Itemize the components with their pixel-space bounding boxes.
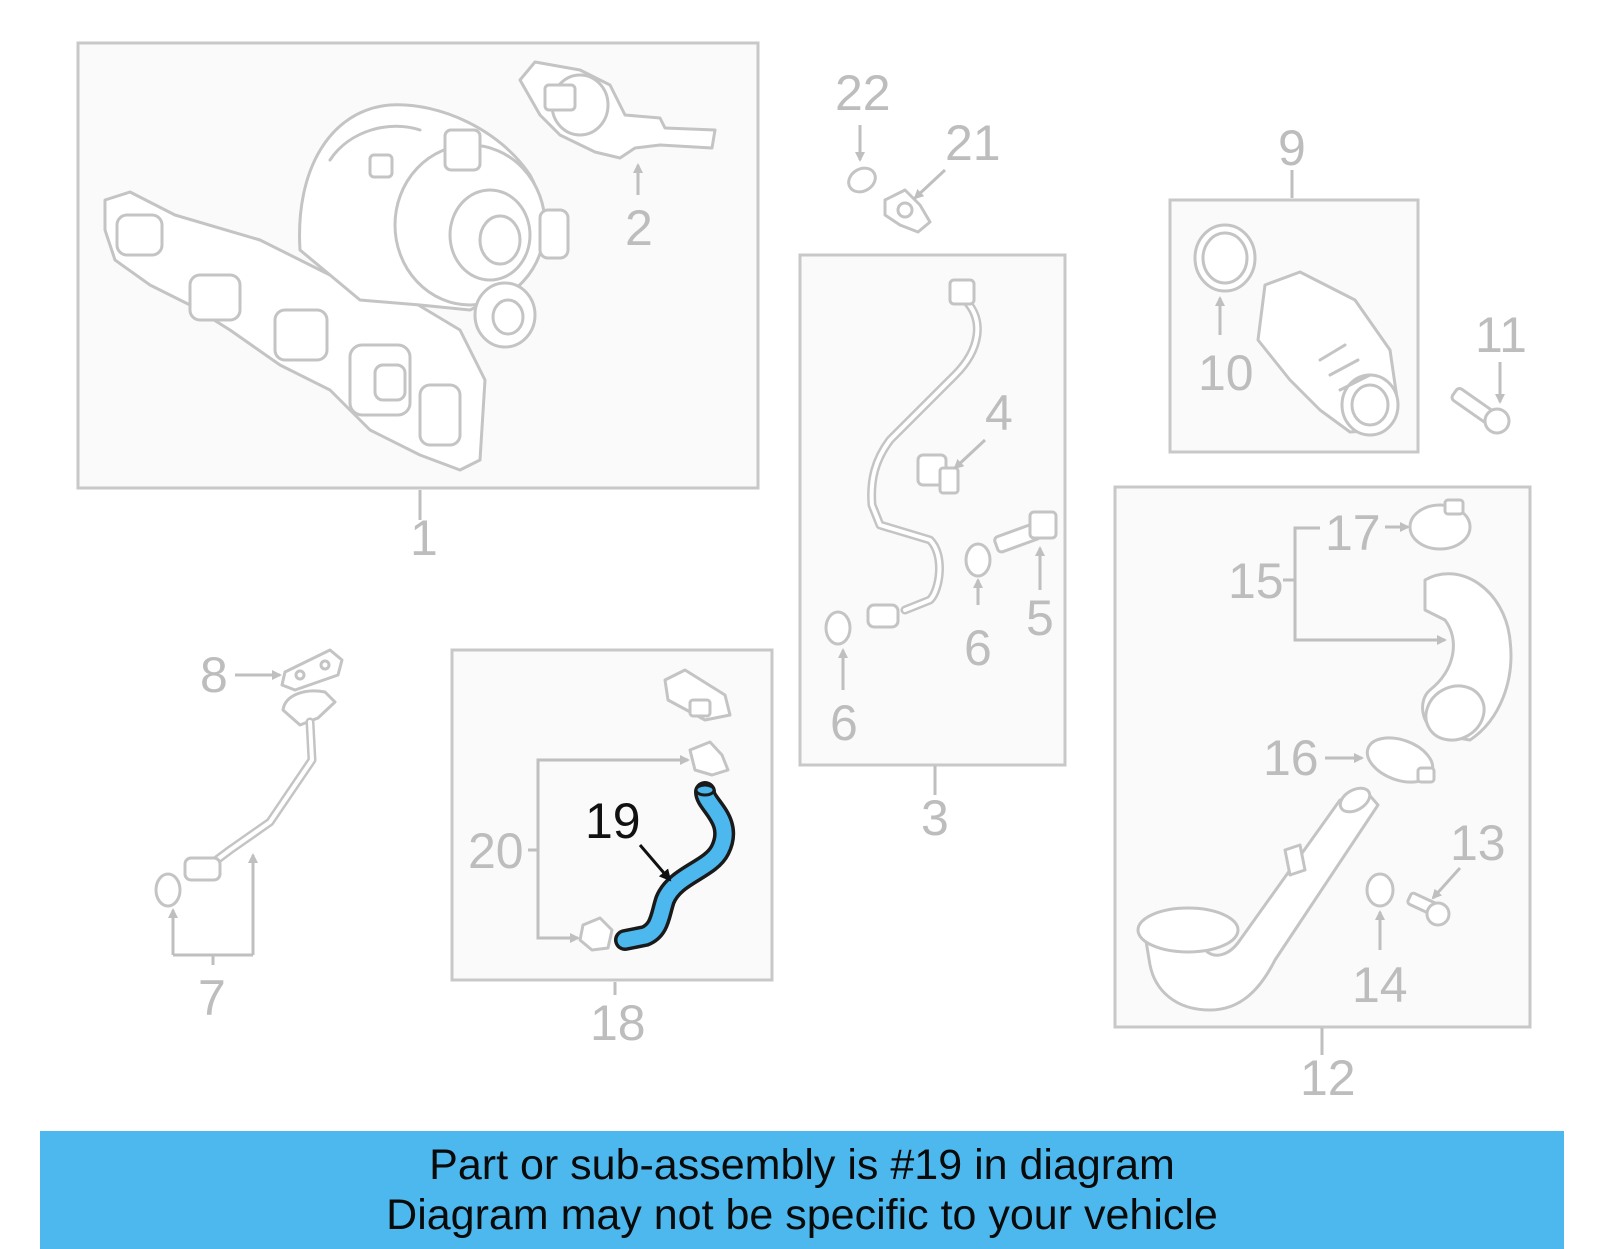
gasket-8-drawing xyxy=(280,648,344,692)
inlet-hose-drawing xyxy=(1256,270,1400,437)
air-inlet-group: 9 10 xyxy=(1168,120,1420,454)
callout-5: 5 xyxy=(1026,590,1054,646)
callout-3: 3 xyxy=(921,790,949,846)
intercooler-hose-drawing xyxy=(1421,572,1513,742)
connector-upper-drawing xyxy=(663,668,732,722)
o-ring-22 xyxy=(847,166,877,194)
sealing-washer-lower xyxy=(824,610,852,646)
banjo-bolt-drawing xyxy=(993,510,1058,554)
banjo-fitting-bottom xyxy=(866,603,900,629)
callout-21: 21 xyxy=(945,115,1001,171)
wastegate-actuator-drawing xyxy=(518,60,717,160)
bolt-13-drawing xyxy=(1406,891,1451,927)
hose-clip-lower-drawing xyxy=(578,916,614,952)
callout-10: 10 xyxy=(1198,345,1254,401)
bolt-11-group: 11 xyxy=(1450,307,1527,435)
callout-15: 15 xyxy=(1228,553,1284,609)
hose-clip-upper-drawing xyxy=(688,740,730,777)
callout-4: 4 xyxy=(985,385,1013,441)
sealing-washer-upper xyxy=(964,542,992,578)
callout-9: 9 xyxy=(1278,120,1306,176)
callout-18: 18 xyxy=(590,995,646,1051)
clamp-17-drawing xyxy=(1408,498,1472,551)
clamp-16-drawing xyxy=(1365,736,1436,784)
banner-line-part: Part or sub-assembly is #19 in diagram xyxy=(429,1141,1175,1189)
callout-7: 7 xyxy=(198,970,226,1026)
callout-1: 1 xyxy=(410,510,438,566)
line-clip-drawing xyxy=(916,453,960,495)
exhaust-manifold-drawing xyxy=(103,190,487,472)
turbocharger-assembly-group: 1 2 xyxy=(76,41,760,566)
callout-20: 20 xyxy=(468,823,524,879)
part-info-banner: Part or sub-assembly is #19 in diagram D… xyxy=(40,1131,1564,1249)
charge-pipe-drawing xyxy=(1136,786,1380,1012)
turbo-housing-drawing xyxy=(298,103,570,349)
grommet-14-drawing xyxy=(1365,872,1395,908)
callout-16: 16 xyxy=(1263,730,1319,786)
coolant-hose-group: 19 20 18 xyxy=(450,648,774,1051)
callout-22: 22 xyxy=(835,65,891,121)
oil-return-line-group: 8 7 xyxy=(154,647,344,1026)
callout-6-lower: 6 xyxy=(830,695,858,751)
callout-11: 11 xyxy=(1475,307,1527,363)
banner-line-disclaimer: Diagram may not be specific to your vehi… xyxy=(386,1191,1218,1239)
callout-8: 8 xyxy=(200,647,228,703)
oil-feed-line-group: 4 5 6 6 3 xyxy=(798,253,1067,846)
coolant-hose-19-fill[interactable] xyxy=(617,784,732,948)
callout-12: 12 xyxy=(1300,1050,1356,1106)
callout-19: 19 xyxy=(585,793,641,849)
callout-6-upper: 6 xyxy=(964,620,992,676)
callout-13: 13 xyxy=(1450,815,1506,871)
charge-pipe-group: 17 15 16 13 14 12 xyxy=(1113,485,1532,1106)
fitting-21-drawing xyxy=(883,188,932,234)
return-pipe-drawing xyxy=(154,689,337,908)
banjo-fitting-top xyxy=(948,278,976,306)
callout-2: 2 xyxy=(625,200,653,256)
group-box-3 xyxy=(798,253,1067,767)
callout-17: 17 xyxy=(1325,505,1381,561)
hose-end-19 xyxy=(694,783,716,797)
callout-14: 14 xyxy=(1352,957,1408,1013)
fittings-21-22-group: 22 21 xyxy=(835,65,1001,234)
